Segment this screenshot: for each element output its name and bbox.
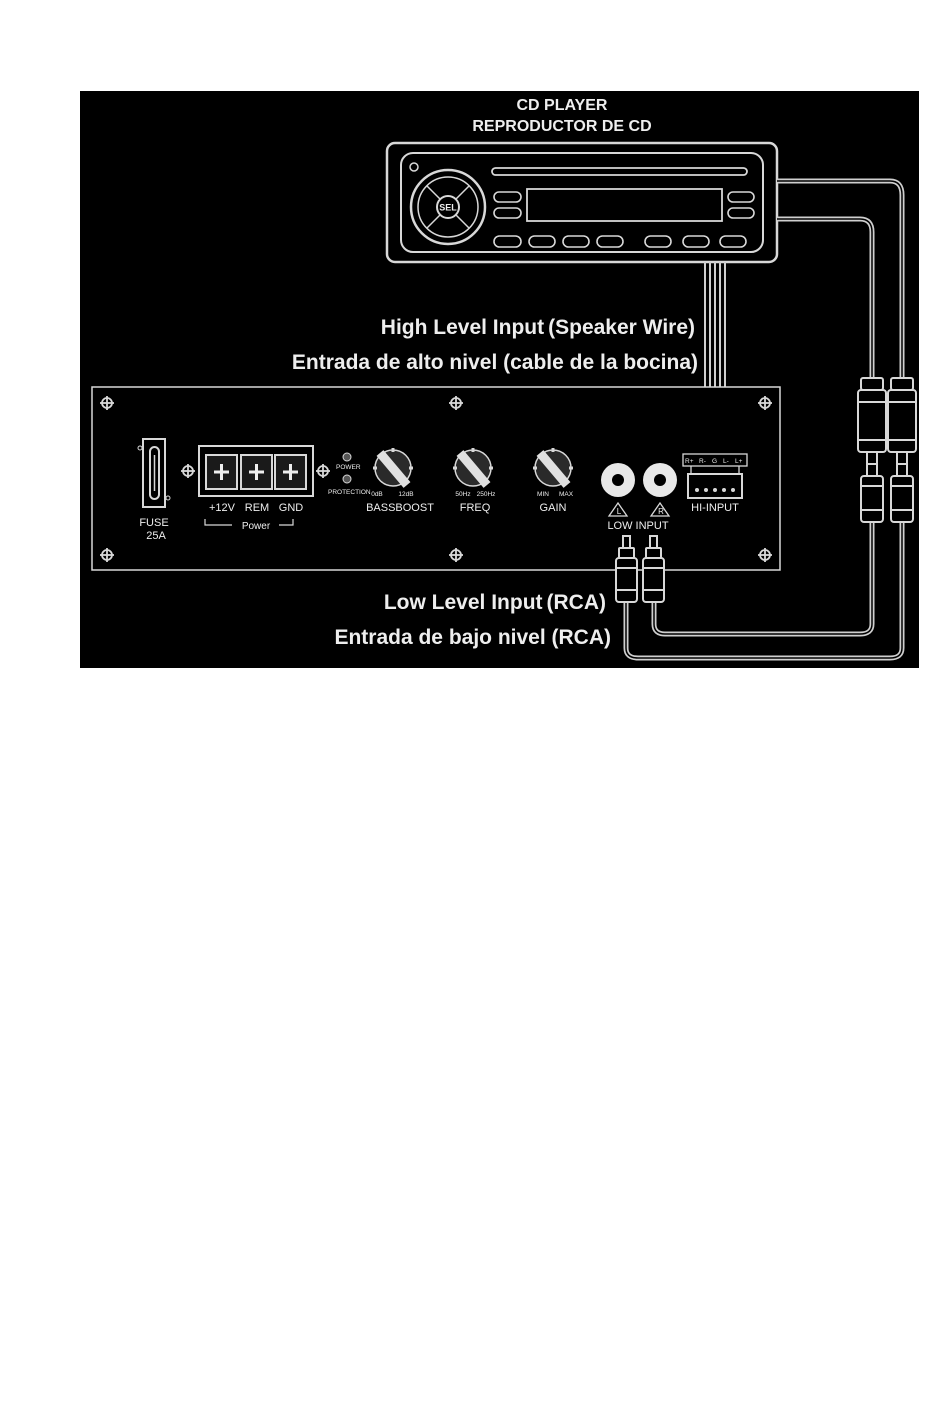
freq-max: 250Hz (477, 491, 496, 498)
terminal-gnd-label: GND (279, 502, 304, 514)
power-group-label: Power (242, 521, 271, 532)
gain-max: MAX (559, 491, 574, 498)
terminal-12v-label: +12V (209, 502, 236, 514)
rca-coupler-right (888, 378, 916, 522)
fuse-rating: 25A (146, 530, 166, 542)
hi-pin-l-plus: L+ (735, 458, 743, 465)
high-level-label-spanish: Entrada de alto nivel (cable de la bocin… (292, 351, 698, 374)
hi-pin-l-minus: L- (723, 458, 729, 465)
amplifier-panel: FUSE 25A +12V REM GND Power (92, 387, 780, 570)
hi-input-label: HI-INPUT (691, 502, 739, 514)
fuse-label: FUSE (139, 517, 168, 529)
terminal-rem-label: REM (245, 502, 269, 514)
rca-right-marker: R (658, 507, 664, 516)
hi-pin-r-plus: R+ (685, 458, 694, 465)
led-power-label: POWER (336, 464, 361, 471)
hi-pin-r-minus: R- (699, 458, 706, 465)
low-input-label: LOW INPUT (607, 520, 668, 532)
bassboost-label: BASSBOOST (366, 502, 434, 514)
gain-label: GAIN (540, 502, 567, 514)
rca-left-marker: L (617, 507, 622, 516)
hi-pin-g: G (712, 458, 717, 465)
fuse: FUSE 25A (138, 439, 170, 542)
hi-input-terminal: R+ R- G L- L+ HI-INPUT (683, 454, 747, 514)
led-protection-label: PROTECTION (328, 489, 371, 496)
gain-min: MIN (537, 491, 549, 498)
bassboost-min: 0dB (371, 491, 383, 498)
low-level-label-spanish: Entrada de bajo nivel (RCA) (334, 626, 611, 649)
high-level-label: High Level Input(Speaker Wire) (381, 316, 695, 339)
rca-coupler-left (858, 378, 886, 522)
bassboost-max: 12dB (398, 491, 413, 498)
freq-min: 50Hz (455, 491, 470, 498)
cd-player-title-spanish: REPRODUCTOR DE CD (472, 118, 651, 135)
sel-label: SEL (439, 203, 457, 213)
low-level-label: Low Level Input(RCA) (384, 591, 606, 614)
freq-label: FREQ (460, 502, 491, 514)
cd-player-title: CD PLAYER (517, 97, 608, 114)
